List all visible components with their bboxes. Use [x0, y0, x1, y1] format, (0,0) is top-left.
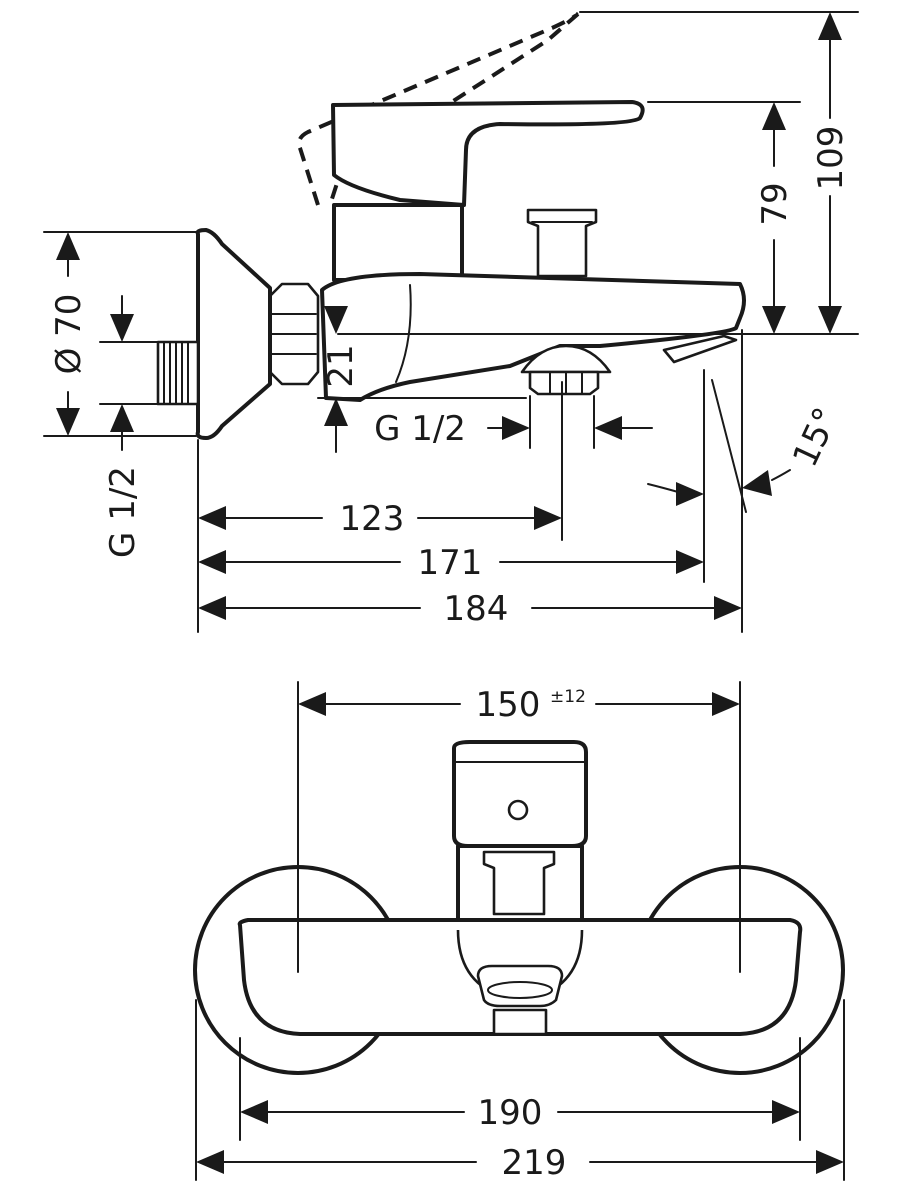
- front-handle: [452, 740, 588, 848]
- front-view: 150 ±12 190 219: [193, 681, 845, 1183]
- wall-rosette: [195, 228, 272, 440]
- dim-height-spout: 79: [755, 182, 795, 225]
- handle-lever: [331, 100, 645, 207]
- front-cartridge: [482, 850, 556, 916]
- dim-thread-outlet: G 1/2: [374, 409, 466, 449]
- mixer-body: [332, 203, 464, 282]
- dim-spout-projection: 171: [418, 543, 483, 583]
- front-outlet-thread: [492, 1008, 548, 1036]
- dim-outlet-distance: 123: [340, 499, 405, 539]
- side-view: 109 79 Ø 70 G 1/2 21 G 1/2: [43, 11, 859, 633]
- handle-indicator-icon: [507, 799, 529, 821]
- dim-rosette-diameter: Ø 70: [49, 294, 89, 375]
- diverter-knob: [526, 208, 598, 278]
- dim-total-depth: 184: [444, 589, 509, 629]
- outlet-thread: [528, 370, 600, 396]
- dim-spout-drop: 21: [321, 344, 361, 387]
- dim-angle: 15°: [785, 402, 847, 474]
- spout-aerator: [662, 334, 738, 364]
- dim-total-width: 219: [502, 1143, 567, 1183]
- dim-centers: 150: [476, 685, 541, 725]
- dim-centers-tolerance: ±12: [550, 687, 586, 707]
- spout-body: [320, 272, 746, 402]
- extension-lines: [43, 11, 859, 633]
- dim-height-total: 109: [811, 126, 851, 191]
- dim-thread-wall: G 1/2: [103, 466, 143, 558]
- outlet-connector: [520, 344, 612, 374]
- dim-body-width: 190: [478, 1093, 543, 1133]
